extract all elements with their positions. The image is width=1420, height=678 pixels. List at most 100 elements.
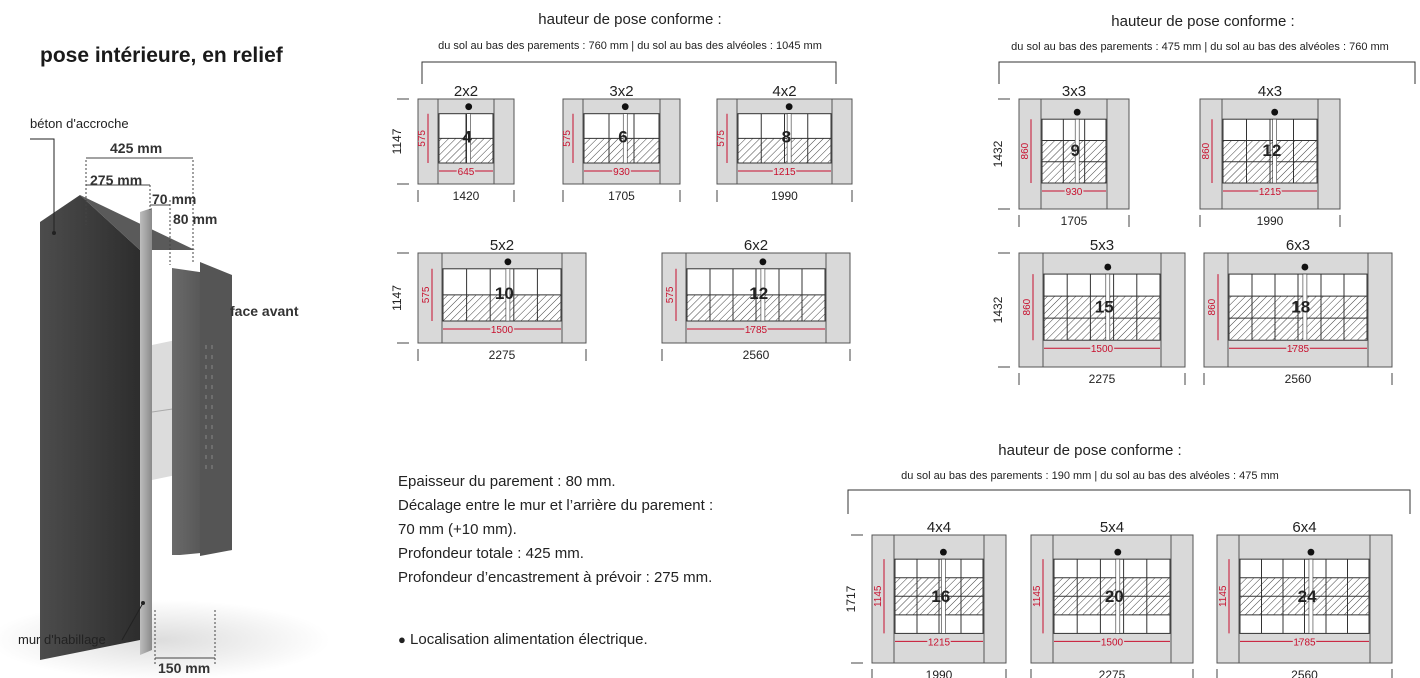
power-dot-icon [465,103,473,111]
dim-425: 425 mm [110,140,163,156]
overall-height-dim: 1432 [991,296,1005,323]
overall-width-dim: 2275 [1099,668,1126,678]
wall-panel [140,208,152,655]
power-column [1105,273,1111,341]
overall-width-dim: 1705 [608,189,635,203]
group3-subheading: du sol au bas des parements : 190 mm | d… [901,470,1279,482]
inner-width-dim: 1215 [773,167,796,178]
power-column [760,268,766,322]
desc-line-1: Epaisseur du parement : 80 mm. [398,473,616,490]
overall-width-dim: 2560 [743,348,770,362]
unit-5x4: 20 5x4 1500 1145 2275 [1030,519,1194,678]
concrete-block [40,195,140,660]
red-height-dim: 1145 [873,585,884,607]
dim-70: 70 mm [152,191,197,207]
inner-width-dim: 645 [458,167,475,178]
red-height-dim: 860 [1020,142,1031,159]
unit-label: 2x2 [454,83,478,100]
red-height-dim: 860 [1022,298,1033,315]
compartment-count: 18 [1291,297,1310,316]
desc-line-5: Profondeur d’encastrement à prévoir : 27… [398,569,713,586]
compartment-count: 9 [1071,141,1080,160]
power-dot-icon [504,258,512,266]
compartment-count: 8 [782,127,791,146]
desc-line-3: 70 mm (+10 mm). [398,521,517,538]
compartment-count: 4 [462,127,472,146]
hatched-row [1044,296,1160,319]
hatched-row [443,294,561,321]
group1-subheading: du sol au bas des parements : 760 mm | d… [438,40,822,52]
overall-width-dim: 1705 [1061,214,1088,228]
page-title: pose intérieure, en relief [40,44,283,67]
inner-width-dim: 1785 [1293,637,1316,648]
power-column [1272,118,1277,184]
unit-label: 3x2 [609,83,633,100]
group2-heading: hauteur de pose conforme : [1111,13,1295,30]
overall-width-dim: 2275 [1089,372,1116,386]
group2-subheading: du sol au bas des parements : 475 mm | d… [1011,41,1389,53]
desc-line-4: Profondeur totale : 425 mm. [398,545,584,562]
overall-width-dim: 2560 [1291,668,1318,678]
unit-label: 5x4 [1100,519,1124,536]
inner-width-dim: 930 [613,167,630,178]
power-note-text: Localisation alimentation électrique. [410,631,648,648]
power-column [1115,558,1121,634]
overall-height-dim: 1717 [844,585,858,612]
power-column [786,113,792,164]
hatched-row [584,138,659,163]
overall-width-dim: 2275 [489,348,516,362]
overall-height-dim: 1147 [390,285,404,311]
inner-width-dim: 1500 [1101,637,1124,648]
desc-line-2: Décalage entre le mur et l’arrière du pa… [398,497,714,514]
unit-label: 5x2 [490,237,514,254]
dim-275: 275 mm [90,172,143,188]
inner-width-dim: 1500 [491,325,514,336]
overall-width-dim: 1420 [453,189,480,203]
unit-label: 4x4 [927,519,951,536]
power-dot-icon [1301,263,1309,271]
compartment-count: 10 [495,284,514,303]
compartment-count: 20 [1105,587,1124,606]
power-dot-icon [1073,108,1081,116]
compartment-count: 16 [931,587,950,606]
compartment-count: 12 [1262,141,1281,160]
unit-label: 3x3 [1062,83,1086,100]
group1-heading: hauteur de pose conforme : [538,11,722,28]
red-height-dim: 575 [562,130,573,147]
power-column [941,558,946,634]
dim-150: 150 mm [158,660,211,676]
compartment-count: 24 [1298,587,1317,606]
power-dot-icon [1271,108,1279,116]
power-dot-icon [621,103,629,111]
inner-width-dim: 1500 [1091,344,1114,355]
overall-width-dim: 1990 [1257,214,1284,228]
red-height-dim: 575 [665,286,676,303]
power-column [1074,118,1080,184]
red-height-dim: 1145 [1032,585,1043,607]
unit-label: 5x3 [1090,237,1114,254]
inner-width-dim: 930 [1066,187,1083,198]
overall-width-dim: 1990 [771,189,798,203]
power-column [466,113,472,164]
unit-label: 4x2 [772,83,796,100]
label-beton: béton d'accroche [30,116,129,131]
label-mur: mur d'habillage [18,632,106,647]
overall-width-dim: 2560 [1285,372,1312,386]
overall-width-dim: 1990 [926,668,953,678]
power-note: ● Localisation alimentation électrique. [398,628,648,652]
power-dot-icon: ● [398,632,406,647]
label-face-avant: face avant [230,303,299,319]
power-column [1302,273,1308,341]
red-height-dim: 575 [417,130,428,147]
inner-width-dim: 1785 [745,325,768,336]
